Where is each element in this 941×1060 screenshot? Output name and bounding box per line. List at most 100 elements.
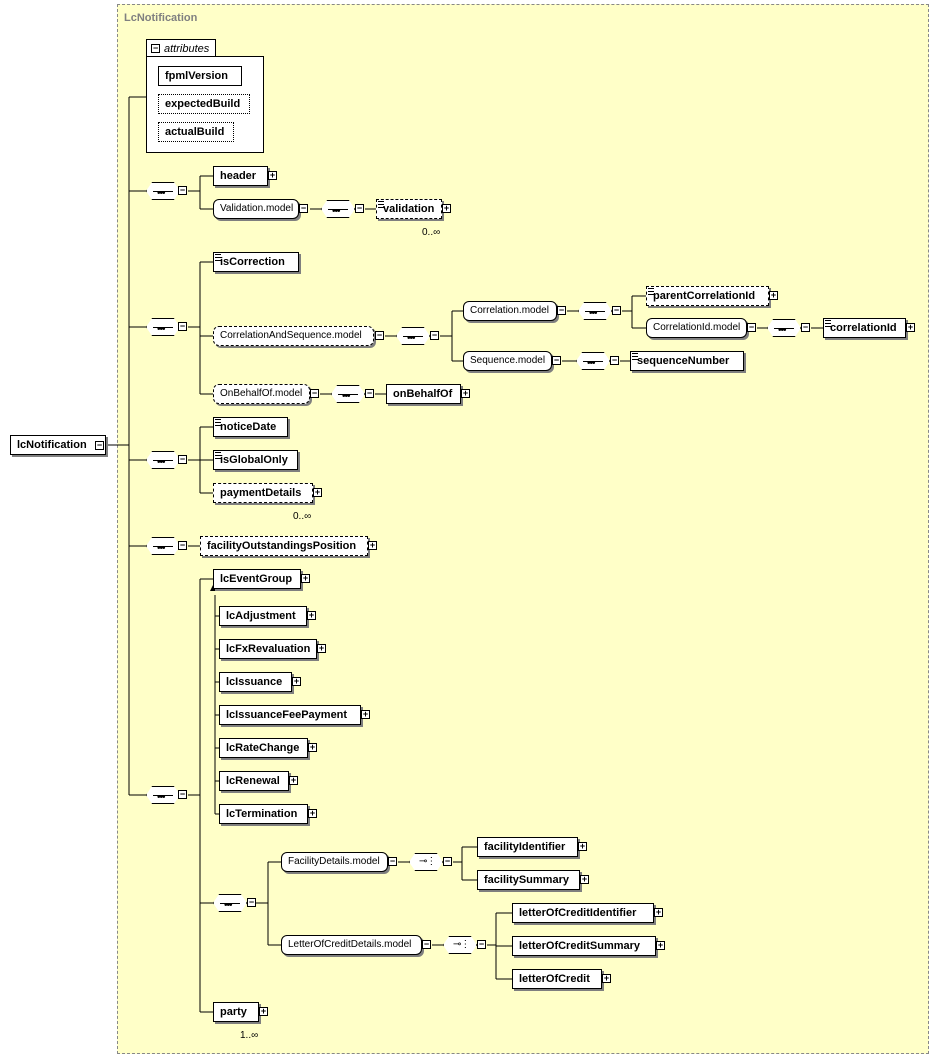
expand-icon[interactable]: + (317, 643, 326, 653)
collapse-icon[interactable]: − (178, 540, 187, 550)
element-lceventgroup[interactable]: lcEventGroup (213, 569, 301, 589)
collapse-icon[interactable]: − (310, 388, 319, 398)
collapse-icon[interactable]: − (365, 388, 374, 398)
expand-icon[interactable]: + (308, 742, 317, 752)
sequence-compositor-icon[interactable]: ••• (331, 385, 365, 403)
root-element-lcnotification[interactable]: lcNotification (10, 435, 106, 455)
element-label: correlationId (830, 321, 897, 334)
expand-icon[interactable]: + (654, 907, 663, 917)
sequence-compositor-icon[interactable]: ••• (213, 894, 247, 912)
choice-compositor-icon[interactable]: ⊸⋮ (443, 936, 477, 954)
group-sequence-model[interactable]: Sequence.model (463, 351, 552, 371)
element-lcissuancefeepayment[interactable]: lcIssuanceFeePayment (219, 705, 361, 725)
element-letterofcredit[interactable]: letterOfCredit (512, 969, 602, 989)
group-letterofcreditdetails-model[interactable]: LetterOfCreditDetails.model (281, 935, 422, 955)
sequence-compositor-icon[interactable]: ••• (767, 319, 801, 337)
element-correlationid[interactable]: correlationId (823, 318, 906, 338)
collapse-icon[interactable]: − (178, 321, 187, 331)
sequence-compositor-icon[interactable]: ••• (146, 318, 180, 336)
element-letterofcreditsummary[interactable]: letterOfCreditSummary (512, 936, 656, 956)
sequence-compositor-icon[interactable]: ••• (578, 302, 612, 320)
sequence-compositor-icon[interactable]: ••• (146, 537, 180, 555)
expand-icon[interactable]: + (308, 808, 317, 818)
element-lcrenewal[interactable]: lcRenewal (219, 771, 289, 791)
element-facilitysummary[interactable]: facilitySummary (477, 870, 580, 890)
collapse-icon[interactable]: − (247, 897, 256, 907)
element-facilityidentifier[interactable]: facilityIdentifier (477, 837, 578, 857)
collapse-icon[interactable]: − (443, 856, 452, 866)
expand-icon[interactable]: + (313, 487, 322, 497)
expand-icon[interactable]: + (578, 841, 587, 851)
expand-icon[interactable]: + (769, 290, 778, 300)
expand-icon[interactable]: + (461, 388, 470, 398)
collapse-icon[interactable]: − (801, 322, 810, 332)
element-lcfxrevaluation[interactable]: lcFxRevaluation (219, 639, 317, 659)
collapse-icon[interactable]: − (612, 305, 621, 315)
collapse-icon[interactable]: − (477, 939, 486, 949)
element-parentcorrelationid[interactable]: parentCorrelationId (646, 286, 769, 306)
element-lcissuance[interactable]: lcIssuance (219, 672, 292, 692)
expand-icon[interactable]: + (368, 540, 377, 550)
element-onbehalfof[interactable]: onBehalfOf (386, 384, 461, 404)
expand-icon[interactable]: + (656, 940, 665, 950)
expand-icon[interactable]: + (307, 610, 316, 620)
sequence-compositor-icon[interactable]: ••• (396, 327, 430, 345)
expand-icon[interactable]: + (301, 573, 310, 583)
collapse-icon[interactable]: − (355, 203, 364, 213)
expand-icon[interactable]: + (361, 709, 370, 719)
collapse-icon[interactable]: − (178, 185, 187, 195)
element-facilityoutstandingsposition[interactable]: facilityOutstandingsPosition (200, 536, 368, 556)
attribute-expectedbuild[interactable]: expectedBuild (158, 94, 250, 114)
group-validation-model[interactable]: Validation.model (213, 199, 299, 219)
element-noticedate[interactable]: noticeDate (213, 417, 288, 437)
sequence-compositor-icon[interactable]: ••• (146, 786, 180, 804)
collapse-icon[interactable]: − (95, 440, 104, 450)
sequence-compositor-icon[interactable]: ••• (321, 200, 355, 218)
collapse-icon[interactable]: − (747, 322, 756, 332)
collapse-icon[interactable]: − (610, 355, 619, 365)
collapse-icon[interactable]: − (552, 355, 561, 365)
collapse-icon[interactable]: − (299, 203, 308, 213)
collapse-icon[interactable]: − (151, 43, 160, 53)
collapse-icon[interactable]: − (422, 939, 431, 949)
group-correlationid-model[interactable]: CorrelationId.model (646, 318, 747, 338)
sequence-compositor-icon[interactable]: ••• (146, 451, 180, 469)
element-header[interactable]: header (213, 166, 268, 186)
attributes-header[interactable]: − attributes (146, 39, 216, 57)
expand-icon[interactable]: + (259, 1006, 268, 1016)
element-paymentdetails[interactable]: paymentDetails (213, 483, 313, 503)
element-lctermination[interactable]: lcTermination (219, 804, 308, 824)
expand-icon[interactable]: + (602, 973, 611, 983)
element-iscorrection[interactable]: isCorrection (213, 252, 299, 272)
group-onbehalfof-model[interactable]: OnBehalfOf.model (213, 384, 310, 404)
collapse-icon[interactable]: − (430, 330, 439, 340)
element-party[interactable]: party (213, 1002, 259, 1022)
sequence-compositor-icon[interactable]: ••• (146, 182, 180, 200)
element-validation[interactable]: validation (376, 199, 442, 219)
expand-icon[interactable]: + (268, 170, 277, 180)
expand-icon[interactable]: + (580, 874, 589, 884)
expand-icon[interactable]: + (442, 203, 451, 213)
sequence-compositor-icon[interactable]: ••• (576, 352, 610, 370)
collapse-icon[interactable]: − (388, 856, 397, 866)
attribute-fpmlversion[interactable]: fpmlVersion (158, 66, 242, 86)
element-lcratechange[interactable]: lcRateChange (219, 738, 308, 758)
element-lcadjustment[interactable]: lcAdjustment (219, 606, 307, 626)
element-label: isGlobalOnly (220, 453, 288, 466)
attribute-actualbuild[interactable]: actualBuild (158, 122, 234, 142)
group-correlationandsequence-model[interactable]: CorrelationAndSequence.model (213, 326, 374, 346)
collapse-icon[interactable]: − (375, 330, 384, 340)
collapse-icon[interactable]: − (557, 305, 566, 315)
choice-compositor-icon[interactable]: ⊸⋮ (409, 853, 443, 871)
collapse-icon[interactable]: − (178, 454, 187, 464)
expand-icon[interactable]: + (289, 775, 298, 785)
element-letterofcreditidentifier[interactable]: letterOfCreditIdentifier (512, 903, 654, 923)
expand-icon[interactable]: + (906, 322, 915, 332)
collapse-icon[interactable]: − (178, 789, 187, 799)
element-isglobalonly[interactable]: isGlobalOnly (213, 450, 298, 470)
group-facilitydetails-model[interactable]: FacilityDetails.model (281, 852, 388, 872)
expand-icon[interactable]: + (292, 676, 301, 686)
group-correlation-model[interactable]: Correlation.model (463, 301, 557, 321)
element-sequencenumber[interactable]: sequenceNumber (630, 351, 744, 371)
